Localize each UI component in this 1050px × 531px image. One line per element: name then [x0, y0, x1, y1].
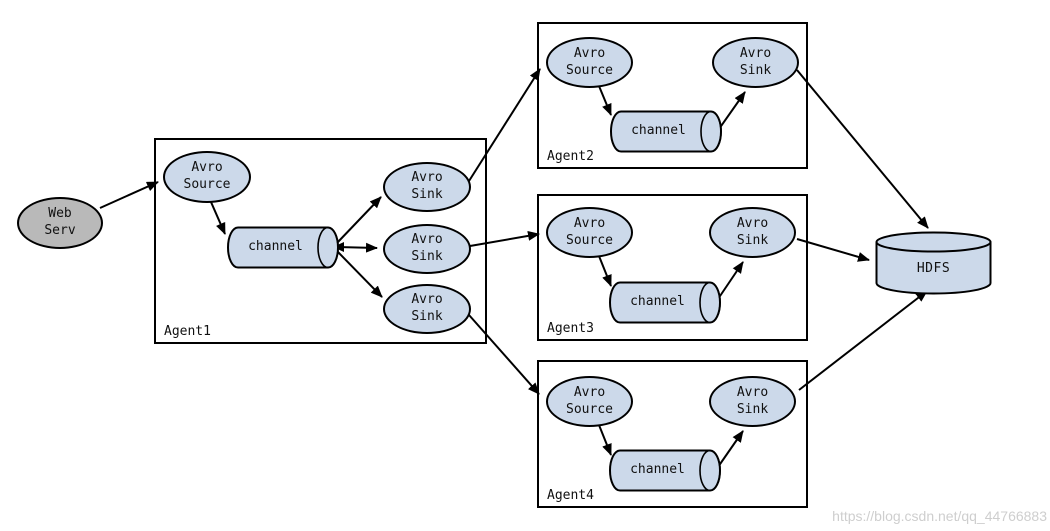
node-label: channel	[631, 123, 686, 139]
agent3-box: Agent3	[537, 194, 808, 341]
agent3-label: Agent3	[547, 321, 594, 336]
web-server-node: Web Serv	[17, 197, 103, 249]
agent2-box: Agent2	[537, 22, 808, 169]
node-label: Avro Sink	[411, 232, 443, 264]
agent1-box: Agent1	[154, 138, 487, 344]
cylinder-shape	[610, 110, 722, 153]
edge-agent1-sink2-to-agent3-source	[469, 230, 540, 247]
agent1-avro-sink1-node: Avro Sink	[383, 162, 471, 212]
agent1-avro-sink3-node: Avro Sink	[383, 284, 471, 334]
node-label: Avro Sink	[739, 45, 772, 78]
edge-agent4-channel-to-sink	[717, 430, 744, 468]
agent1-avro-source-node: Avro Source	[163, 151, 251, 203]
agent2-avro-sink-node: Avro Sink	[712, 37, 799, 88]
edge-agent2-channel-to-sink	[718, 91, 746, 130]
edge-agent1-sink3-to-agent4-source	[468, 314, 540, 395]
edge-agent2-sink-to-hdfs	[796, 69, 929, 229]
node-label: Avro Sink	[736, 215, 769, 248]
agent1-channel-node: channel	[226, 226, 339, 269]
agent4-label: Agent4	[547, 488, 594, 503]
edge-agent1-source-to-channel	[210, 201, 226, 235]
agent2-avro-source-node: Avro Source	[546, 37, 633, 88]
agent4-box: Agent4	[537, 360, 808, 508]
node-label: Avro Source	[566, 45, 613, 78]
edge-webserver-to-agent1-source	[99, 181, 159, 209]
agent4-avro-sink-node: Avro Sink	[709, 376, 796, 427]
edge-agent1-sink1-to-agent2-source	[468, 68, 541, 182]
cylinder-shape	[227, 226, 339, 269]
csdn-watermark: https://blog.csdn.net/qq_44766883	[832, 508, 1047, 524]
agent2-label: Agent2	[547, 149, 594, 164]
edge-agent3-source-to-channel	[598, 255, 612, 287]
node-label: channel	[248, 239, 303, 255]
node-label: Avro Source	[566, 384, 613, 417]
agent1-label: Agent1	[164, 324, 211, 339]
node-label: Avro Sink	[736, 384, 769, 417]
database-cylinder-shape	[875, 231, 992, 295]
node-label: Avro Sink	[411, 170, 443, 202]
edge-agent2-source-to-channel	[598, 85, 612, 116]
agent3-avro-source-node: Avro Source	[546, 207, 633, 258]
edge-agent3-sink-to-hdfs	[796, 238, 870, 262]
cylinder-shape	[609, 449, 721, 492]
web-server-label: Web Serv	[44, 206, 76, 238]
edge-agent1-channel-to-sink1	[336, 196, 382, 244]
agent3-channel-node: channel	[608, 281, 721, 324]
edge-agent4-sink-to-hdfs	[798, 290, 928, 391]
agent4-channel-node: channel	[608, 449, 721, 492]
agent2-channel-node: channel	[609, 110, 722, 153]
edge-agent1-channel-to-sink3	[336, 250, 383, 298]
edge-agent3-channel-to-sink	[717, 261, 744, 300]
agent3-avro-sink-node: Avro Sink	[709, 207, 796, 258]
agent1-avro-sink2-node: Avro Sink	[383, 224, 471, 274]
hdfs-node: HDFS	[875, 231, 992, 295]
edge-agent4-source-to-channel	[598, 424, 612, 456]
node-label: channel	[630, 462, 685, 478]
node-label: channel	[630, 294, 685, 310]
node-label: Avro Source	[566, 215, 613, 248]
node-label: Avro Sink	[411, 292, 443, 324]
agent4-avro-source-node: Avro Source	[546, 376, 633, 427]
node-label: Avro Source	[183, 160, 231, 192]
cylinder-shape	[609, 281, 721, 324]
hdfs-label: HDFS	[916, 260, 951, 276]
